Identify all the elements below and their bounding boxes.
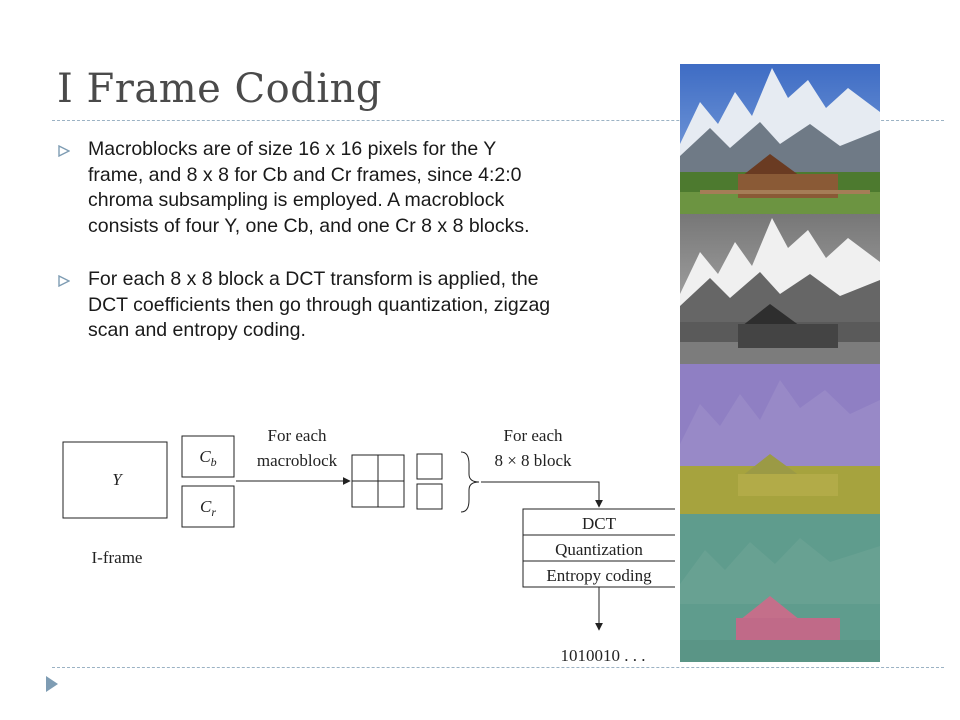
cr-photo (680, 514, 880, 662)
for-each-macroblock-label-2: macroblock (257, 451, 338, 470)
quantization-stage-label: Quantization (555, 540, 643, 559)
i-frame-label: I-frame (92, 548, 143, 567)
bottom-divider (52, 667, 944, 668)
for-each-block-label-1: For each (503, 426, 563, 445)
block-arrow (481, 481, 603, 508)
top-divider (52, 120, 944, 121)
cr-frame-label: Cr (200, 497, 216, 519)
bullet-item-dct: For each 8 x 8 block a DCT transform is … (58, 267, 673, 344)
bitstream-output-label: 1010010 . . . (561, 646, 646, 665)
brace-symbol (460, 451, 480, 513)
macroblock-4y-grid (351, 454, 405, 508)
corner-triangle-icon (46, 676, 58, 692)
bullet-line: For each 8 x 8 block a DCT transform is … (88, 268, 539, 290)
bullet-line: frame, and 8 x 8 for Cb and Cr frames, s… (88, 163, 522, 186)
luma-photo (680, 214, 880, 364)
ycbcr-photo-strip (680, 64, 880, 662)
bullet-line: chroma subsampling is employed. A macrob… (88, 189, 505, 211)
bullet-line: DCT coefficients then go through quantiz… (88, 293, 551, 316)
bullet-line: Macroblocks are of size 16 x 16 pixels f… (88, 138, 497, 160)
i-frame-coding-diagram: Y Cb Cr I-frame For each macroblock For … (62, 426, 675, 665)
cr-frame-box (181, 485, 235, 528)
bullet-item-macroblocks: Macroblocks are of size 16 x 16 pixels f… (58, 137, 673, 239)
slide-title: I Frame Coding (57, 66, 383, 112)
bullet-arrow-icon (58, 145, 70, 157)
dct-stage-label: DCT (582, 514, 617, 533)
cb-frame-label: Cb (199, 447, 216, 469)
for-each-block-label-2: 8 × 8 block (494, 451, 572, 470)
bullet-arrow-icon (58, 275, 70, 287)
macroblock-cb-block (416, 453, 443, 480)
for-each-macroblock-label-1: For each (267, 426, 327, 445)
cb-photo (680, 364, 880, 514)
macroblock-cr-block (416, 483, 443, 510)
bullet-list: Macroblocks are of size 16 x 16 pixels f… (58, 137, 673, 372)
y-frame-label: Y (112, 470, 123, 489)
y-frame-box (62, 441, 168, 519)
bullet-line: consists of four Y, one Cb, and one Cr 8… (88, 214, 530, 237)
color-photo (680, 64, 880, 214)
bullet-line: scan and entropy coding. (88, 319, 306, 341)
entropy-coding-stage-label: Entropy coding (546, 566, 652, 585)
cb-frame-box (181, 435, 235, 478)
